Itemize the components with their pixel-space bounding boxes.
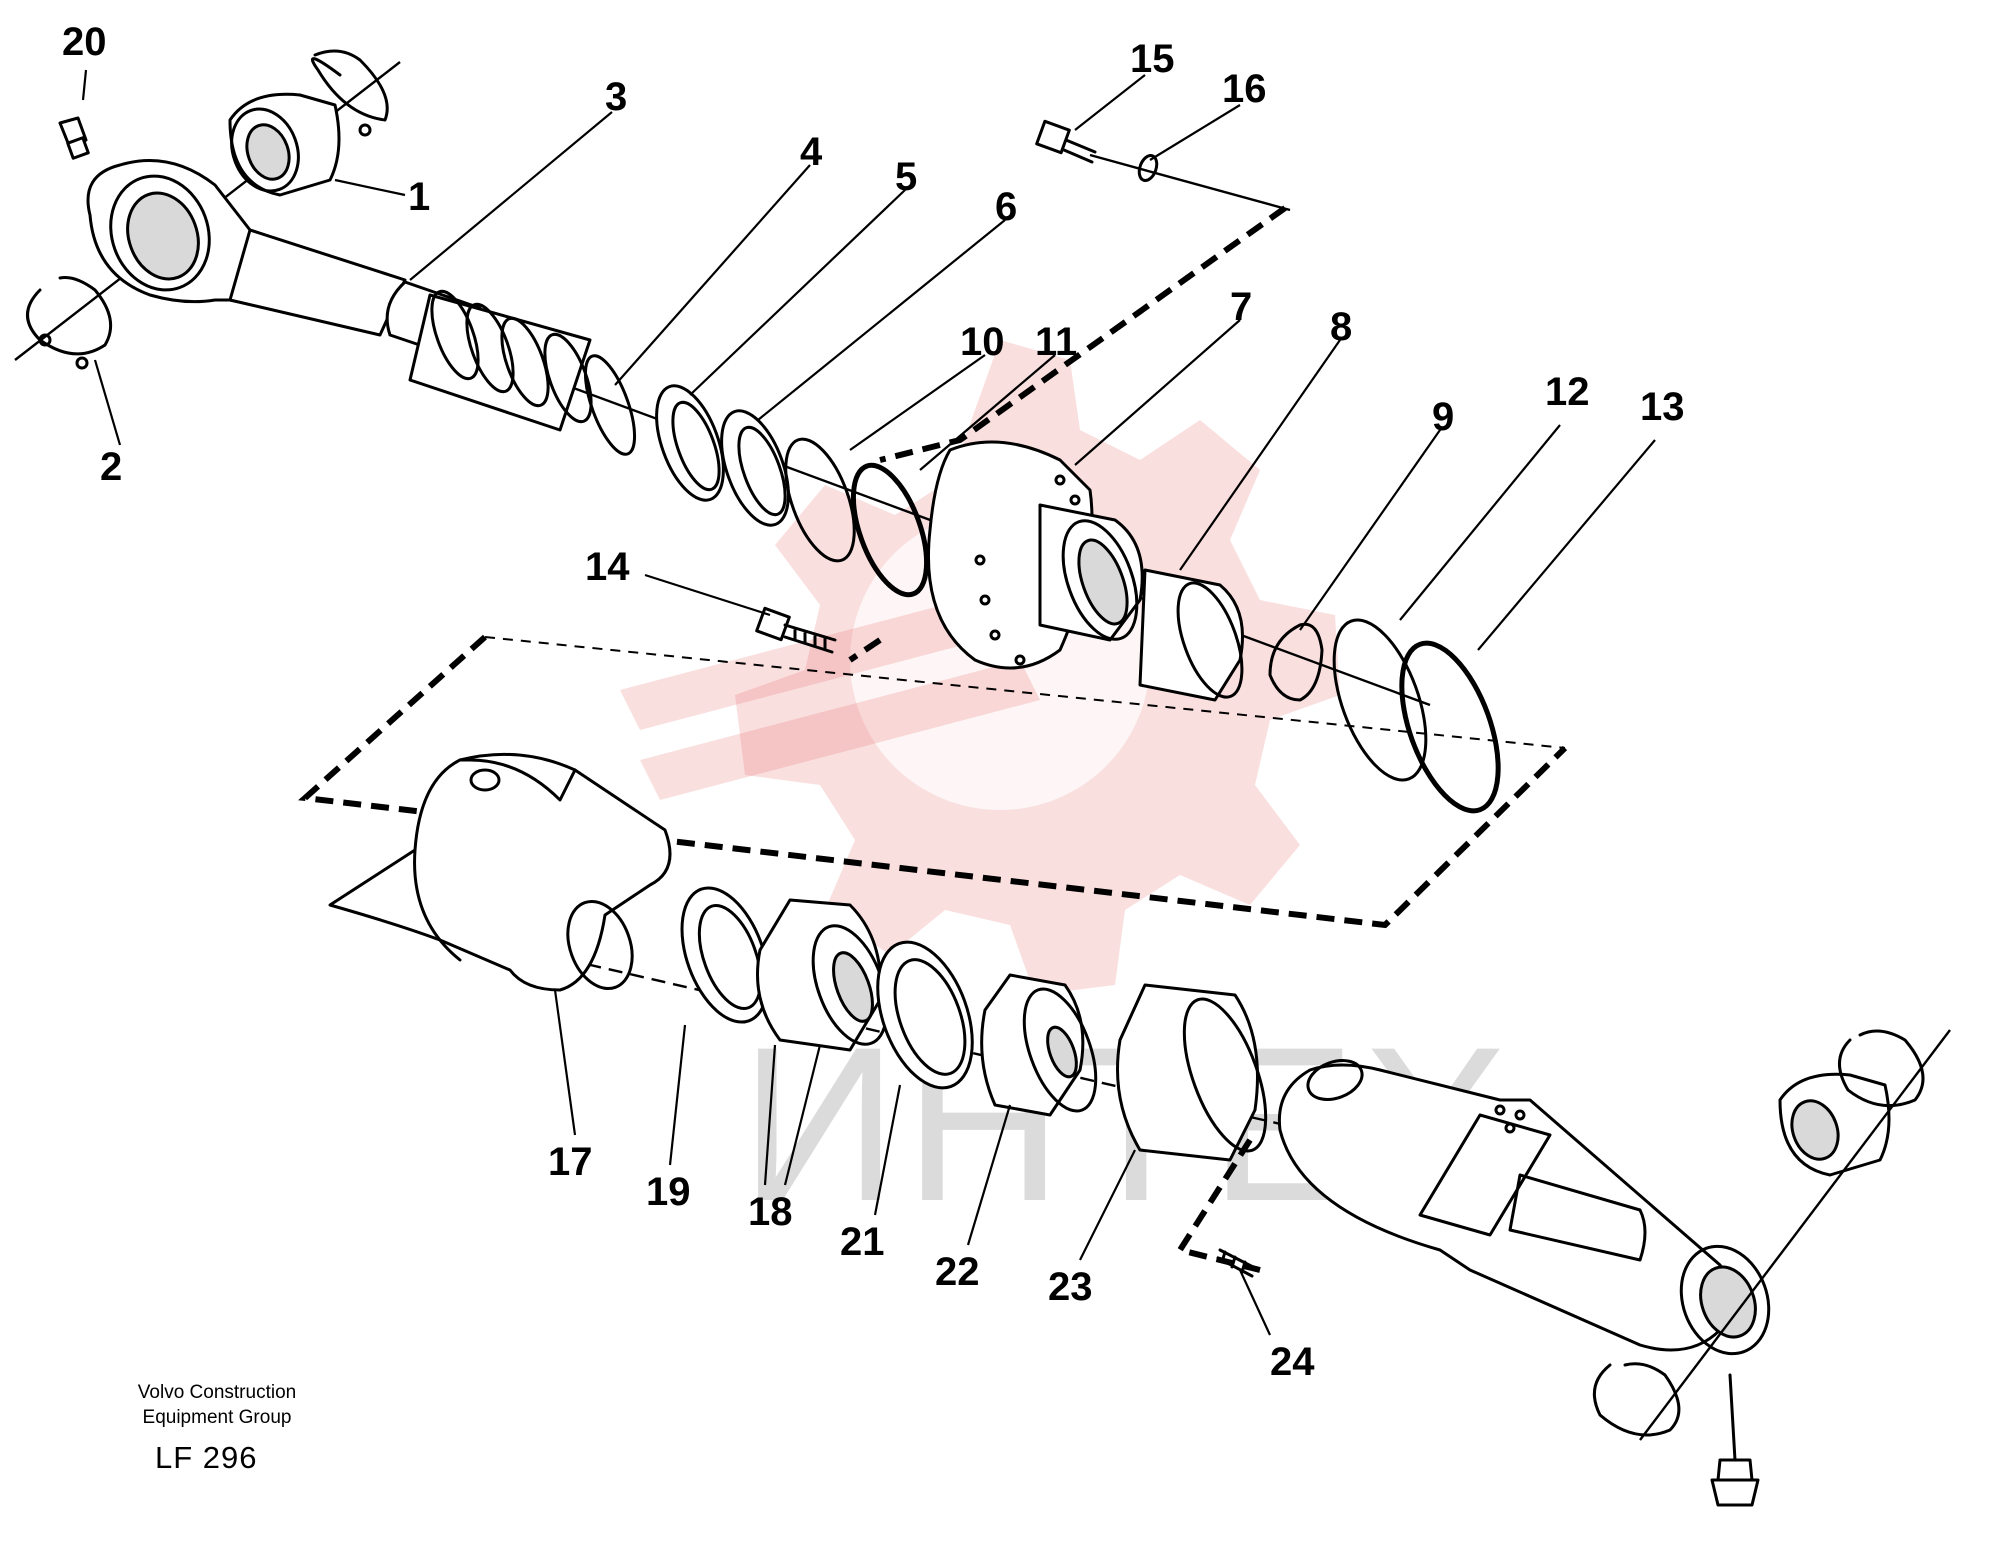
ring-13 [1399,640,1501,814]
retaining-ring-lower-top [1838,1029,1925,1108]
ring-11 [850,462,930,598]
callout-20: 20 [62,20,107,64]
callout-9: 9 [1432,395,1454,439]
callout-labels: 20 1 2 3 4 5 6 10 11 7 8 9 12 13 14 15 1… [62,20,1685,1384]
callout-11: 11 [1035,320,1077,364]
seal-ring-19 [680,886,770,1024]
piston-18 [756,898,889,1052]
leader-lines [81,69,1656,1336]
publisher-line-1: Volvo Construction [137,1382,297,1403]
dashed-group-box-lower [298,634,1568,929]
publisher-line-2: Equipment Group [142,1407,292,1428]
set-screw-24 [1216,1248,1257,1278]
guide-ring-8 [1138,568,1244,702]
callout-3: 3 [605,75,627,119]
retaining-ring-lower-bottom [1592,1362,1681,1437]
callout-8: 8 [1330,305,1352,349]
dashed-group-box-top-edge [484,636,1566,749]
ring-10 [784,437,856,563]
piston-ring-22 [980,973,1098,1117]
callout-6: 6 [995,185,1017,229]
callout-21: 21 [840,1220,885,1264]
washer-16 [1137,153,1159,183]
dashed-group-line-upper [879,205,1287,463]
diagram-code: LF 296 [155,1440,258,1475]
callout-5: 5 [895,155,917,199]
callout-22: 22 [935,1250,980,1294]
callout-7: 7 [1230,285,1252,329]
cylinder-tube-17 [328,752,672,992]
sleeve-23 [1116,983,1268,1162]
callout-12: 12 [1545,370,1590,414]
cylinder-head-7 [926,440,1144,670]
callout-18: 18 [748,1190,793,1234]
callout-1: 1 [408,175,430,219]
callout-10: 10 [960,320,1005,364]
callout-14: 14 [585,545,630,589]
callout-13: 13 [1640,385,1685,429]
callout-24: 24 [1270,1340,1315,1384]
snap-ring-9 [1268,622,1324,702]
callout-17: 17 [548,1140,593,1184]
callout-4: 4 [800,130,823,174]
callout-15: 15 [1130,37,1175,81]
seal-ring-21 [876,940,974,1090]
screw-15 [1035,119,1097,164]
piston-rod-assembly [14,49,1431,707]
seal-ring-4 [583,354,637,456]
dashed-group-line-14 [848,637,882,663]
callout-19: 19 [646,1170,691,1214]
publisher-label: Volvo Construction Equipment Group [112,1380,322,1430]
ring-12 [1332,618,1428,782]
screw-14 [755,606,837,654]
callout-2: 2 [100,445,122,489]
tube-end-eye [1277,1059,1771,1356]
grease-nipple-lower [1710,1373,1760,1507]
callout-23: 23 [1048,1265,1093,1309]
callout-16: 16 [1222,67,1267,111]
